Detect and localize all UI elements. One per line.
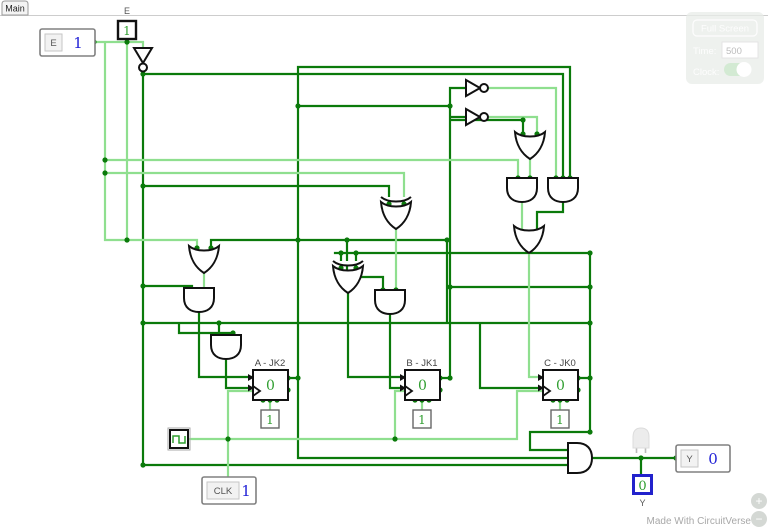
zoom-out-icon: − bbox=[755, 512, 762, 526]
and-gate-4[interactable] bbox=[374, 289, 406, 316]
constant-jk0[interactable]: 1 bbox=[550, 409, 570, 429]
and-gate-output[interactable] bbox=[567, 442, 594, 474]
constant-e-value: 1 bbox=[123, 24, 131, 38]
input-e[interactable]: E 1 bbox=[39, 28, 96, 57]
xor-gate-1[interactable] bbox=[379, 196, 413, 231]
jk-b-input-arrows bbox=[400, 374, 406, 392]
constant-jk2-value: 1 bbox=[266, 413, 274, 427]
clock-toggle[interactable] bbox=[724, 62, 752, 77]
constant-jk0-value: 1 bbox=[556, 413, 564, 427]
led[interactable] bbox=[632, 427, 650, 453]
led-leads bbox=[635, 448, 647, 453]
zoom-out-button[interactable]: − bbox=[751, 511, 767, 527]
jk-flipflop-b[interactable]: B - JK1 0 bbox=[400, 358, 441, 401]
input-clk-label: CLK bbox=[214, 486, 233, 497]
input-e-label: E bbox=[50, 38, 56, 49]
and-gate-5[interactable] bbox=[210, 334, 242, 361]
led-bulb-icon bbox=[632, 427, 650, 449]
wires-high bbox=[92, 37, 562, 479]
clock-label: Clock: bbox=[693, 67, 719, 78]
sim-panel: Full Screen Time: 500 Clock: bbox=[686, 12, 764, 84]
or-gate-1[interactable] bbox=[513, 129, 547, 161]
or-gate-2[interactable] bbox=[512, 223, 546, 255]
time-label: Time: bbox=[693, 46, 716, 57]
zoom-in-button[interactable]: + bbox=[751, 493, 767, 509]
constant-jk1[interactable]: 1 bbox=[412, 409, 432, 429]
jk-a-label: A - JK2 bbox=[255, 358, 286, 369]
jk-c-input-arrows bbox=[538, 374, 544, 392]
wires-low bbox=[141, 65, 678, 477]
input-clk-value[interactable]: 1 bbox=[241, 482, 251, 500]
jk-a-state: 0 bbox=[266, 378, 275, 394]
clock-toggle-knob bbox=[736, 62, 752, 77]
output-indicator-label: Y bbox=[639, 498, 645, 508]
constant-jk2[interactable]: 1 bbox=[260, 409, 280, 429]
output-indicator[interactable]: 0 Y bbox=[632, 474, 653, 509]
jk-b-clock-pin bbox=[404, 385, 414, 397]
jk-b-label: B - JK1 bbox=[406, 358, 437, 369]
and-gate-3[interactable] bbox=[183, 287, 215, 314]
or-gate-3[interactable] bbox=[187, 243, 221, 275]
credit-text: Made With CircuitVerse bbox=[647, 516, 752, 527]
jk-flipflop-a[interactable]: A - JK2 0 bbox=[248, 358, 289, 401]
tab-main-label: Main bbox=[5, 4, 25, 14]
full-screen-button[interactable]: Full Screen bbox=[692, 19, 758, 37]
output-indicator-value: 0 bbox=[638, 479, 646, 494]
clock-wave-icon bbox=[172, 435, 186, 444]
time-value: 500 bbox=[726, 46, 742, 57]
output-y[interactable]: Y 0 bbox=[675, 444, 731, 473]
time-input[interactable]: 500 bbox=[721, 41, 759, 59]
output-y-value: 0 bbox=[708, 450, 718, 468]
jk-c-clock-pin bbox=[542, 385, 552, 397]
zoom-in-icon: + bbox=[755, 494, 762, 508]
and-gate-1[interactable] bbox=[506, 177, 538, 204]
and-gate-2[interactable] bbox=[547, 177, 579, 204]
not-gate-top2[interactable] bbox=[465, 107, 489, 127]
input-e-value[interactable]: 1 bbox=[73, 34, 83, 52]
not-gate-top1[interactable] bbox=[465, 78, 489, 98]
full-screen-label: Full Screen bbox=[701, 24, 749, 35]
jk-b-state: 0 bbox=[418, 378, 427, 394]
constant-e-label: E bbox=[124, 6, 130, 16]
clock-element[interactable] bbox=[167, 427, 191, 451]
jk-a-clock-pin bbox=[252, 385, 262, 397]
output-y-label: Y bbox=[686, 454, 693, 465]
jk-flipflop-c[interactable]: C - JK0 0 bbox=[538, 358, 579, 401]
constant-jk1-value: 1 bbox=[418, 413, 426, 427]
jk-a-input-arrows bbox=[248, 374, 254, 392]
tab-main[interactable]: Main bbox=[1, 0, 29, 16]
xor-gate-2[interactable] bbox=[331, 260, 365, 295]
input-clk[interactable]: CLK 1 bbox=[201, 476, 257, 505]
constant-e[interactable]: E 1 bbox=[116, 6, 138, 41]
not-gate-e[interactable] bbox=[132, 47, 154, 73]
jk-c-state: 0 bbox=[556, 378, 565, 394]
jk-c-label: C - JK0 bbox=[544, 358, 576, 369]
